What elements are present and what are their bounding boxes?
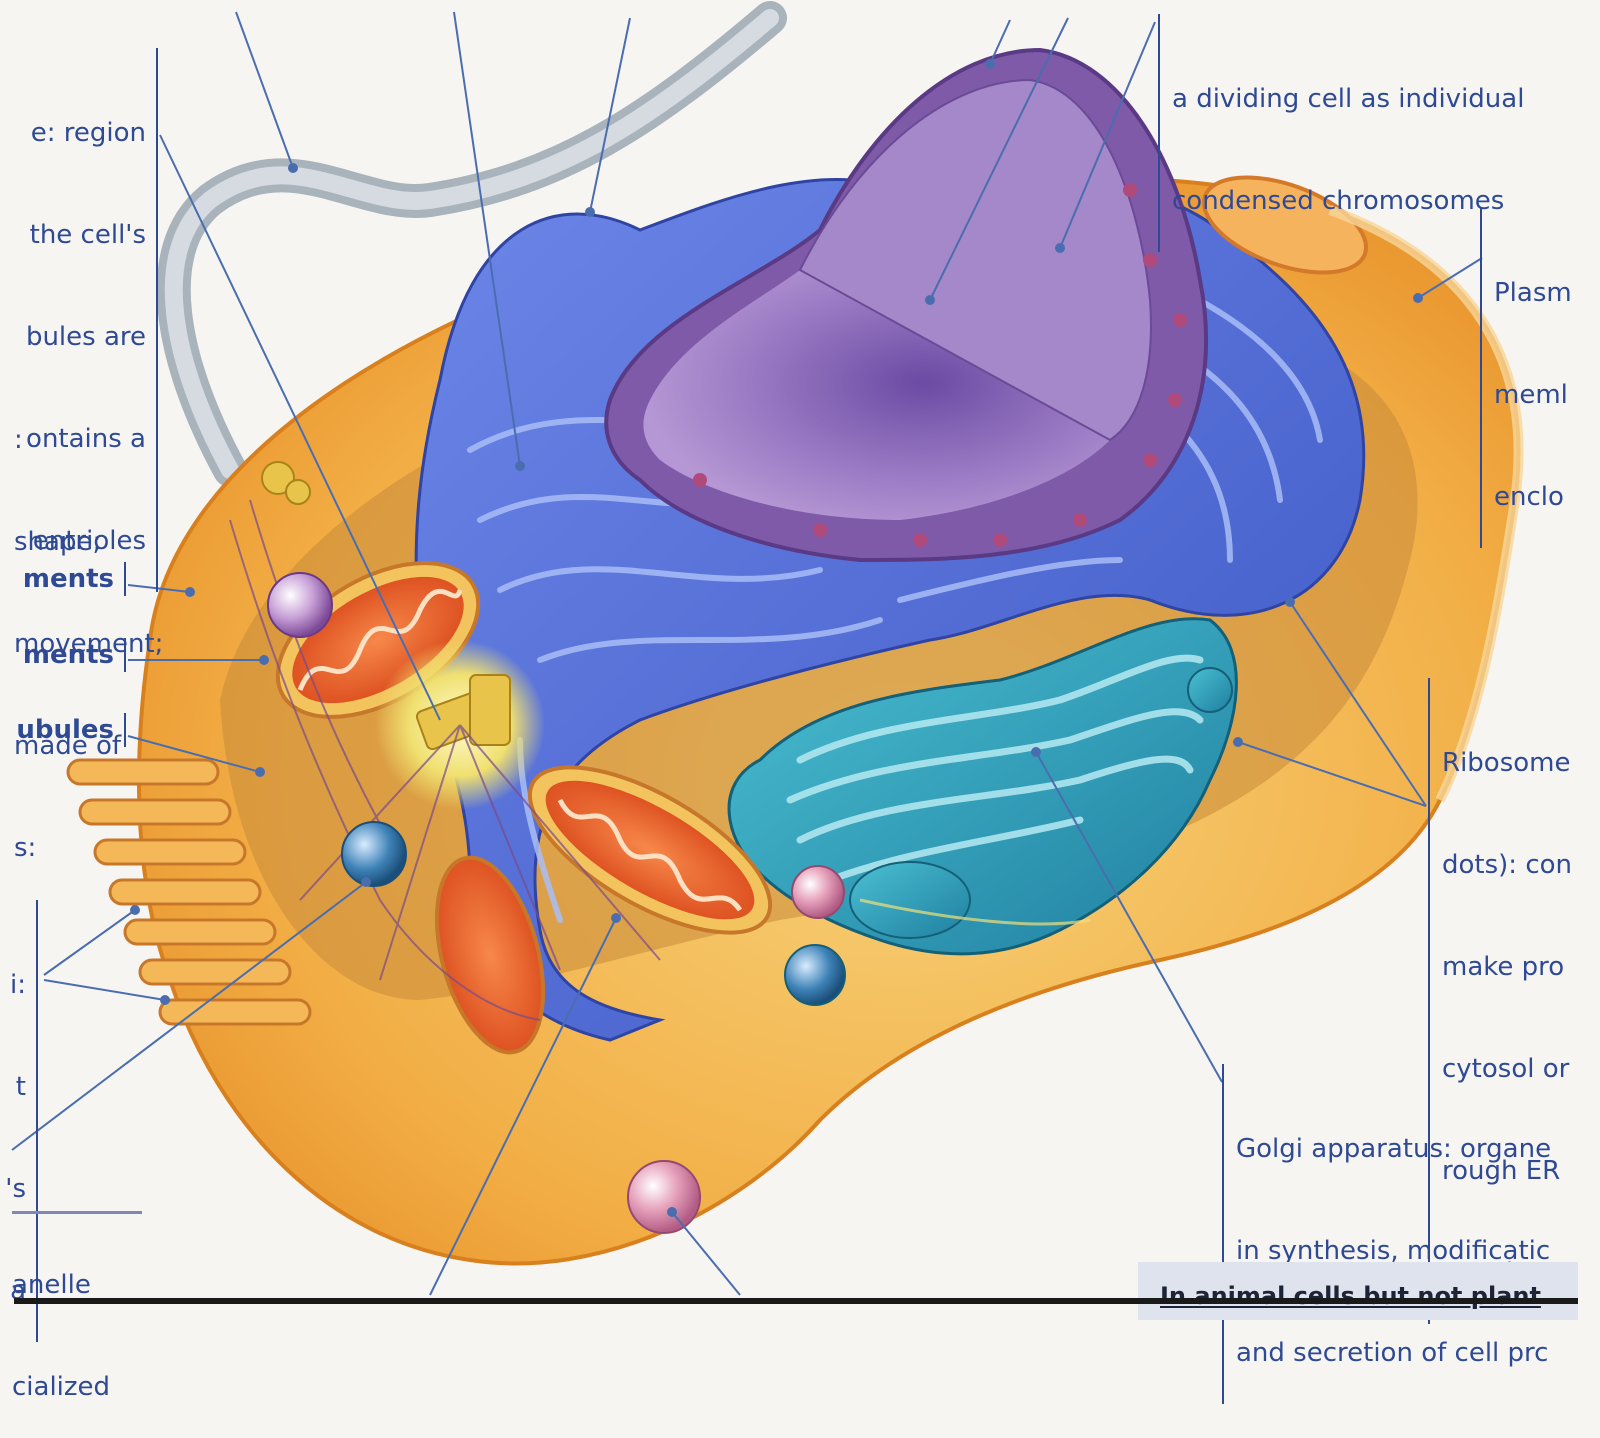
microfilaments-label: ments bbox=[0, 562, 126, 596]
microvilli-line-3: 's bbox=[5, 1174, 26, 1204]
centrosome-small bbox=[261, 461, 311, 505]
cytoskeleton-line-4: made of bbox=[14, 731, 122, 761]
centrosome-label: e: region the cell's bules are ontains a… bbox=[0, 48, 158, 592]
microvilli bbox=[66, 758, 312, 1026]
nucleus-top-label: a dividing cell as individual condensed … bbox=[1158, 14, 1524, 252]
cytoskeleton-line-5: s: bbox=[14, 833, 37, 863]
footer-text: In animal cells but not plant bbox=[1160, 1282, 1541, 1310]
centrosome-line-4: ontains a bbox=[26, 424, 146, 454]
ribosomes-line-2: dots): con bbox=[1442, 850, 1572, 880]
cytoskeleton-line-3: movement; bbox=[14, 629, 164, 659]
microtubules-label: ubules bbox=[0, 713, 126, 747]
lysosome-line-2: cialized bbox=[12, 1372, 111, 1402]
intermediate-filaments-label: ments bbox=[0, 638, 126, 672]
golgi-label: Golgi apparatus: organe in synthesis, mo… bbox=[1222, 1064, 1600, 1404]
cytoskeleton bbox=[229, 499, 1091, 1021]
lysosome-line-1: anelle bbox=[12, 1270, 91, 1300]
centrosome-line-3: bules are bbox=[25, 322, 146, 352]
lysosome-small bbox=[341, 821, 407, 887]
ribosomes-line-4: cytosol or bbox=[1442, 1054, 1570, 1084]
plasma-membrane-line-3: enclo bbox=[1494, 482, 1564, 512]
nucleus-dome bbox=[798, 78, 1152, 442]
lysosome-label-rule bbox=[12, 1211, 142, 1214]
animal-cell-illustration bbox=[11, 1, 1524, 1296]
ribosomes-line-5: rough ER bbox=[1442, 1156, 1561, 1186]
cytoskeleton-line-1: : bbox=[14, 425, 23, 455]
nuclear-pores bbox=[693, 183, 1187, 547]
centrosome-line-5: entrioles bbox=[32, 526, 146, 556]
leader-lines bbox=[11, 11, 1483, 1296]
ribosomes-line-1: Ribosome bbox=[1442, 748, 1571, 778]
plasma-membrane bbox=[1328, 205, 1524, 803]
cytoskeleton-line-2: shape; bbox=[14, 527, 102, 557]
golgi-line-2: in synthesis, modificatic bbox=[1236, 1236, 1551, 1266]
nucleus-top-line-2: condensed chromosomes bbox=[1172, 186, 1505, 216]
centrioles bbox=[415, 674, 511, 751]
mitochondrion-side bbox=[434, 855, 546, 1055]
microvilli-line-2: t bbox=[15, 1072, 26, 1102]
plasma-membrane-line-1: Plasm bbox=[1494, 278, 1572, 308]
plasma-membrane-label: Plasm meml enclo bbox=[1480, 208, 1600, 548]
centrosome-line-1: e: region bbox=[30, 118, 146, 148]
footer-banner bbox=[1138, 1262, 1578, 1320]
vesicle-pink bbox=[791, 865, 845, 919]
nucleus-cut bbox=[643, 270, 1110, 520]
cytoskeleton-label: : shape; movement; made of s: bbox=[14, 355, 163, 899]
golgi-line-1: Golgi apparatus: organe bbox=[1236, 1134, 1552, 1164]
lysosome-label: anelle cialized bbox=[12, 1200, 110, 1438]
plasma-membrane-line-2: meml bbox=[1494, 380, 1568, 410]
nucleus-top-line-1: a dividing cell as individual bbox=[1172, 84, 1525, 114]
centrosome-line-2: the cell's bbox=[29, 220, 146, 250]
golgi-vesicles bbox=[784, 667, 1233, 1006]
peroxisome bbox=[267, 572, 333, 638]
microvilli-line-1: i: bbox=[10, 970, 26, 1000]
golgi-line-3: and secretion of cell prc bbox=[1236, 1338, 1549, 1368]
golgi-cisternae bbox=[786, 654, 1204, 884]
leader-dots bbox=[130, 59, 1423, 1217]
ribosomes-line-3: make pro bbox=[1442, 952, 1565, 982]
bottom-rule bbox=[14, 1298, 1578, 1304]
lysosome-bottom bbox=[627, 1160, 701, 1234]
er-folds bbox=[467, 287, 1323, 923]
vacuole-top bbox=[1201, 175, 1369, 275]
mitochondrion-lower bbox=[527, 765, 773, 935]
